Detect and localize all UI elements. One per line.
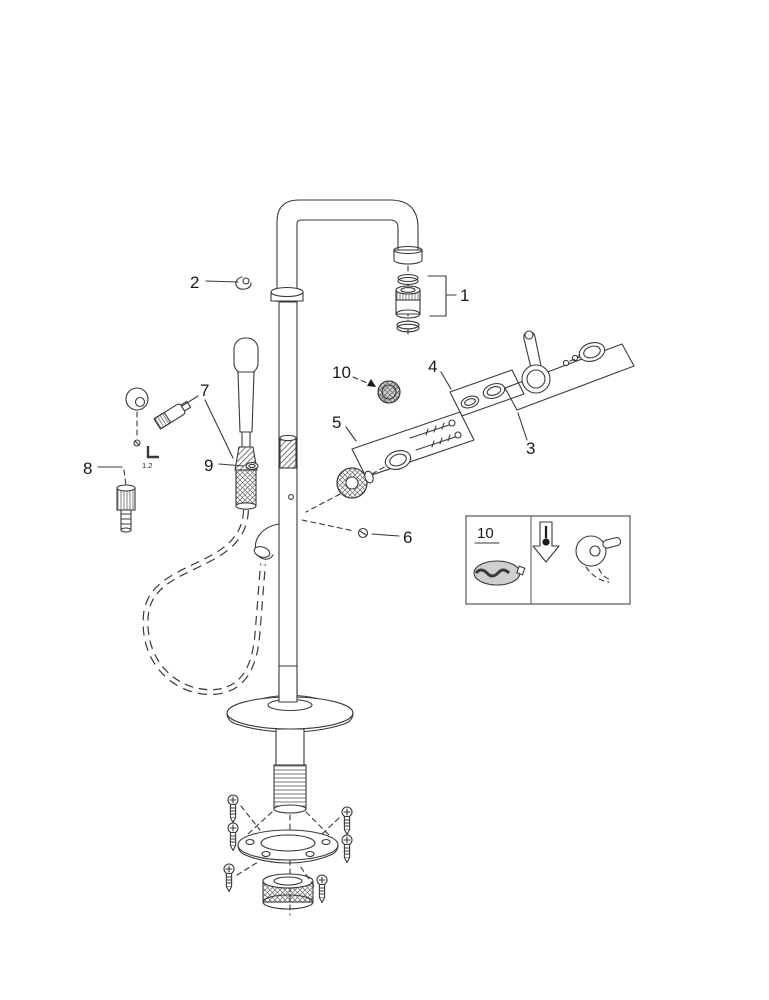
threaded-collar	[262, 873, 314, 910]
callout-6: 6	[403, 528, 412, 547]
callout-3: 3	[526, 439, 535, 458]
part-9-oring: 9	[204, 456, 259, 475]
part-4-orings: 4	[428, 357, 525, 417]
allen-key-size: 1.2	[142, 461, 152, 470]
lower-pipe	[247, 728, 331, 916]
callout-8: 8	[83, 459, 92, 478]
callout-2: 2	[190, 273, 199, 292]
part-7-union: 1.2 7	[125, 381, 234, 470]
hand-shower	[142, 337, 266, 696]
grease-icon	[473, 560, 526, 586]
inset-callout-10: 10	[477, 525, 494, 542]
part-6-screw: 6	[301, 519, 412, 547]
part-2-clip: 2	[190, 273, 252, 292]
shower-hose	[142, 509, 266, 696]
part-3-cartridge: 3	[504, 330, 635, 458]
lever-handle-icon	[575, 535, 622, 583]
mounting-ring	[237, 829, 339, 864]
part-8-hose-nipple: 8	[83, 459, 136, 533]
callout-1: 1	[460, 286, 469, 305]
part-1-aerator: 1	[395, 265, 469, 335]
thermometer-arrow-icon	[532, 521, 560, 563]
callout-10: 10	[332, 363, 351, 382]
callout-9: 9	[204, 456, 213, 475]
inset-box: 10	[465, 515, 631, 605]
riser-pipe	[253, 301, 298, 707]
part-10-strainer: 10	[332, 363, 401, 404]
mounting-screws	[223, 794, 353, 904]
callout-4: 4	[428, 357, 437, 376]
callout-7: 7	[200, 381, 209, 400]
spout-assembly	[270, 199, 423, 303]
part-5-valve: 5	[305, 411, 475, 513]
callout-5: 5	[332, 413, 341, 432]
